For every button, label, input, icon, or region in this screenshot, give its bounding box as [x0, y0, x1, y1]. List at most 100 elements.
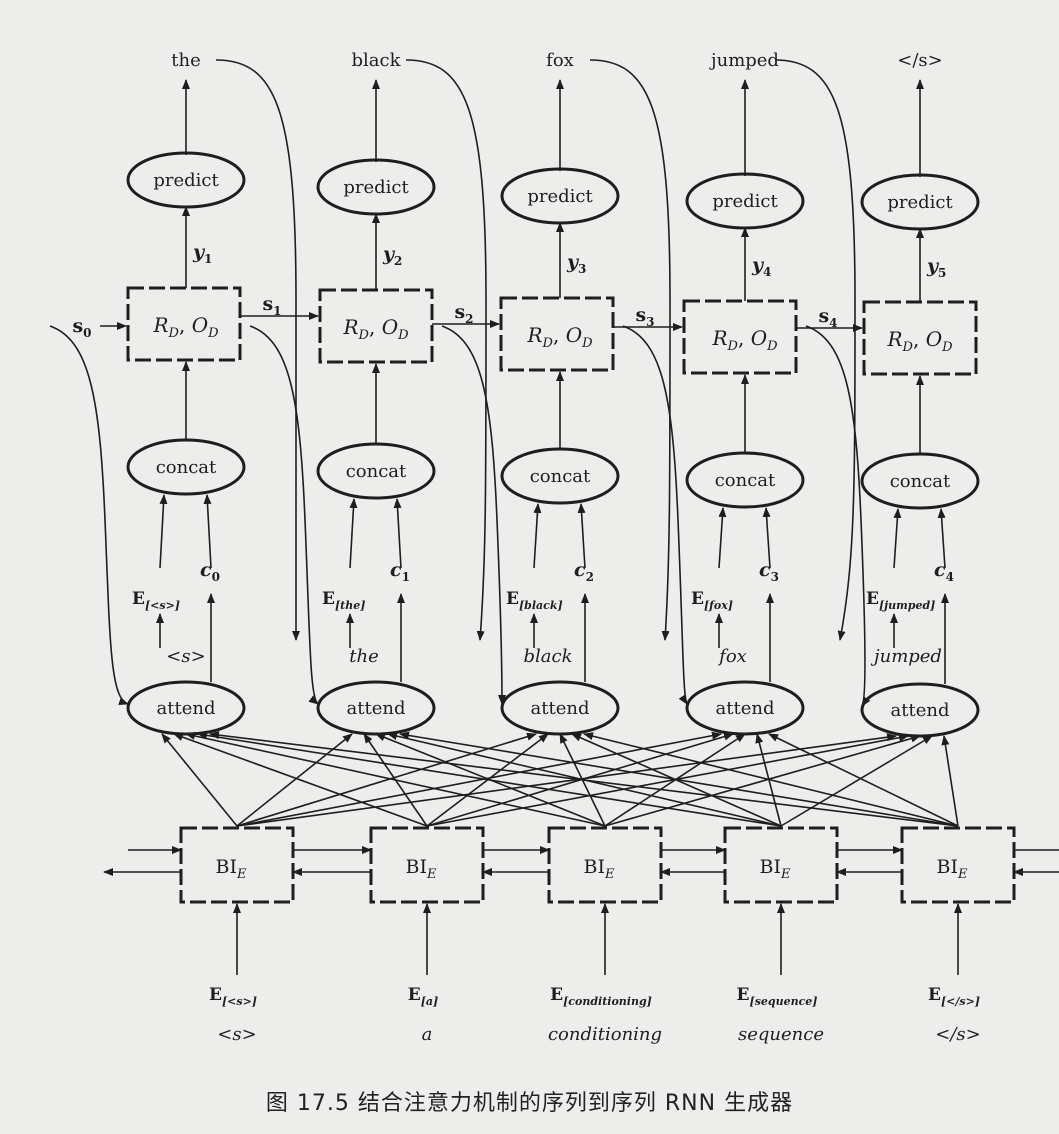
decoder-embed-label-5: E[jumped] — [866, 589, 935, 612]
attend-node-4-label: attend — [716, 698, 775, 719]
encoder-embed-label-1-sub: [<s>] — [222, 995, 257, 1008]
cell-text-part: D — [168, 326, 180, 341]
y-label-3-sub: 3 — [578, 262, 586, 276]
concat-node-3-label: concat — [530, 466, 591, 487]
decoder-embed-label-1: E[<s>] — [132, 589, 180, 612]
previous-word-1: <s> — [166, 646, 205, 667]
output-word-1: the — [171, 50, 200, 71]
output-word-3: fox — [546, 50, 574, 71]
encoder-3-to-attend-1 — [185, 732, 606, 827]
encoder-embed-label-2: E[a] — [408, 985, 439, 1008]
encoder-cell-label-1-sub: E — [236, 867, 247, 882]
decoder-embed-label-2: E[the] — [322, 589, 365, 612]
s-label-1-sub: 1 — [273, 304, 281, 318]
context-to-concat-arrow-5 — [937, 508, 946, 569]
decoder-embed-label-4-sub: [fox] — [704, 599, 733, 612]
cell-text-part: D — [542, 336, 554, 351]
encoder-embed-label-3-main: E — [550, 985, 563, 1005]
encoder-cell-label-4-main: BI — [760, 856, 781, 878]
encoder-cell-4 — [723, 826, 839, 904]
attend-node-1-label: attend — [157, 698, 216, 719]
context-to-concat-arrow-4 — [762, 507, 771, 569]
y-label-3: y3 — [566, 251, 586, 276]
context-label-5-main: c — [934, 559, 946, 581]
context-label-4-sub: 3 — [771, 570, 779, 584]
concat-node-2 — [316, 442, 436, 500]
concat-node-4 — [685, 451, 805, 509]
cell-text-part: O — [566, 323, 582, 347]
cell-text-part: R — [152, 313, 168, 337]
cell-text-part: R — [886, 327, 902, 351]
encoder-word-4: sequence — [738, 1024, 824, 1045]
encoder-embed-label-2-main: E — [408, 985, 421, 1005]
embed-to-concat-arrow-4 — [718, 507, 727, 569]
encoder-embed-label-4-sub: [sequence] — [749, 995, 817, 1008]
output-word-4: jumped — [709, 50, 779, 71]
figure-caption: 图 17.5 结合注意力机制的序列到序列 RNN 生成器 — [265, 1091, 794, 1116]
context-label-5: c4 — [934, 559, 954, 584]
concat-node-1-label: concat — [156, 457, 217, 478]
context-label-1-main: c — [200, 559, 212, 581]
decoder-cell-label-5: RD, OD — [886, 327, 953, 355]
decoder-embed-label-3-main: E — [506, 589, 519, 609]
decoder-embed-label-1-sub: [<s>] — [145, 599, 180, 612]
encoder-cell-label-3-main: BI — [584, 856, 605, 878]
feedback-curve-2 — [405, 59, 487, 641]
y-label-4-main: y — [751, 254, 765, 276]
context-label-2-sub: 1 — [402, 570, 410, 584]
encoder-cell-label-4-sub: E — [780, 867, 791, 882]
encoder-cell-label-2-main: BI — [406, 856, 427, 878]
encoder-2-to-attend-1 — [173, 733, 428, 827]
state-to-attend-curve-4 — [622, 325, 688, 705]
s-label-1-main: s — [262, 293, 273, 315]
context-label-1-sub: 0 — [212, 570, 220, 584]
decoder-cell-2 — [318, 288, 434, 364]
decoder-embed-label-2-main: E — [322, 589, 335, 609]
predict-node-1 — [126, 151, 246, 209]
s-label-4-main: s — [818, 305, 829, 327]
encoder-cell-label-1: BIE — [216, 856, 247, 882]
predict-node-5-label: predict — [887, 192, 953, 213]
predict-node-4 — [685, 172, 805, 230]
s-label-4: s4 — [818, 305, 837, 330]
encoder-2-to-attend-5 — [426, 733, 909, 827]
decoder-cell-label-3: RD, OD — [526, 323, 593, 351]
encoder-embed-label-5-sub: [</s>] — [941, 995, 980, 1008]
attend-node-1 — [126, 680, 246, 736]
context-label-2-main: c — [390, 559, 402, 581]
encoder-5-to-attend-1 — [209, 731, 959, 827]
cell-text-part: R — [526, 323, 542, 347]
y-label-2-sub: 2 — [394, 254, 402, 268]
s-label-2-main: s — [454, 301, 465, 323]
context-to-concat-arrow-2 — [393, 498, 402, 569]
context-label-5-sub: 4 — [946, 570, 954, 584]
encoder-5-to-attend-2 — [399, 731, 959, 827]
s-label-2: s2 — [454, 301, 473, 326]
s-label-0-sub: 0 — [83, 326, 91, 340]
encoder-cell-label-4: BIE — [760, 856, 791, 882]
encoder-5-to-attend-4 — [768, 733, 959, 827]
cell-text-part: O — [751, 326, 767, 350]
y-label-3-main: y — [566, 251, 580, 273]
encoder-5-to-attend-5 — [941, 735, 959, 827]
decoder-embed-label-4: E[fox] — [691, 589, 733, 612]
context-label-3-main: c — [574, 559, 586, 581]
context-label-2: c1 — [390, 559, 410, 584]
encoder-4-to-attend-5 — [780, 735, 933, 827]
cell-text-part: D — [941, 340, 953, 355]
encoder-embed-label-4: E[sequence] — [737, 985, 818, 1008]
s-label-3-main: s — [635, 304, 646, 326]
feedback-curve-3 — [589, 59, 671, 641]
cell-text-part: D — [358, 328, 370, 343]
encoder-embed-label-5: E[</s>] — [928, 985, 980, 1008]
concat-node-3 — [500, 447, 620, 505]
y-label-2: y2 — [382, 243, 402, 268]
predict-node-2 — [316, 158, 436, 216]
encoder-cell-label-2: BIE — [406, 856, 437, 882]
decoder-embed-label-5-sub: [jumped] — [879, 599, 935, 612]
y-label-5: y5 — [926, 255, 946, 280]
encoder-cell-label-3: BIE — [584, 856, 615, 882]
context-label-4: c3 — [759, 559, 779, 584]
encoder-cell-label-5-sub: E — [957, 867, 968, 882]
